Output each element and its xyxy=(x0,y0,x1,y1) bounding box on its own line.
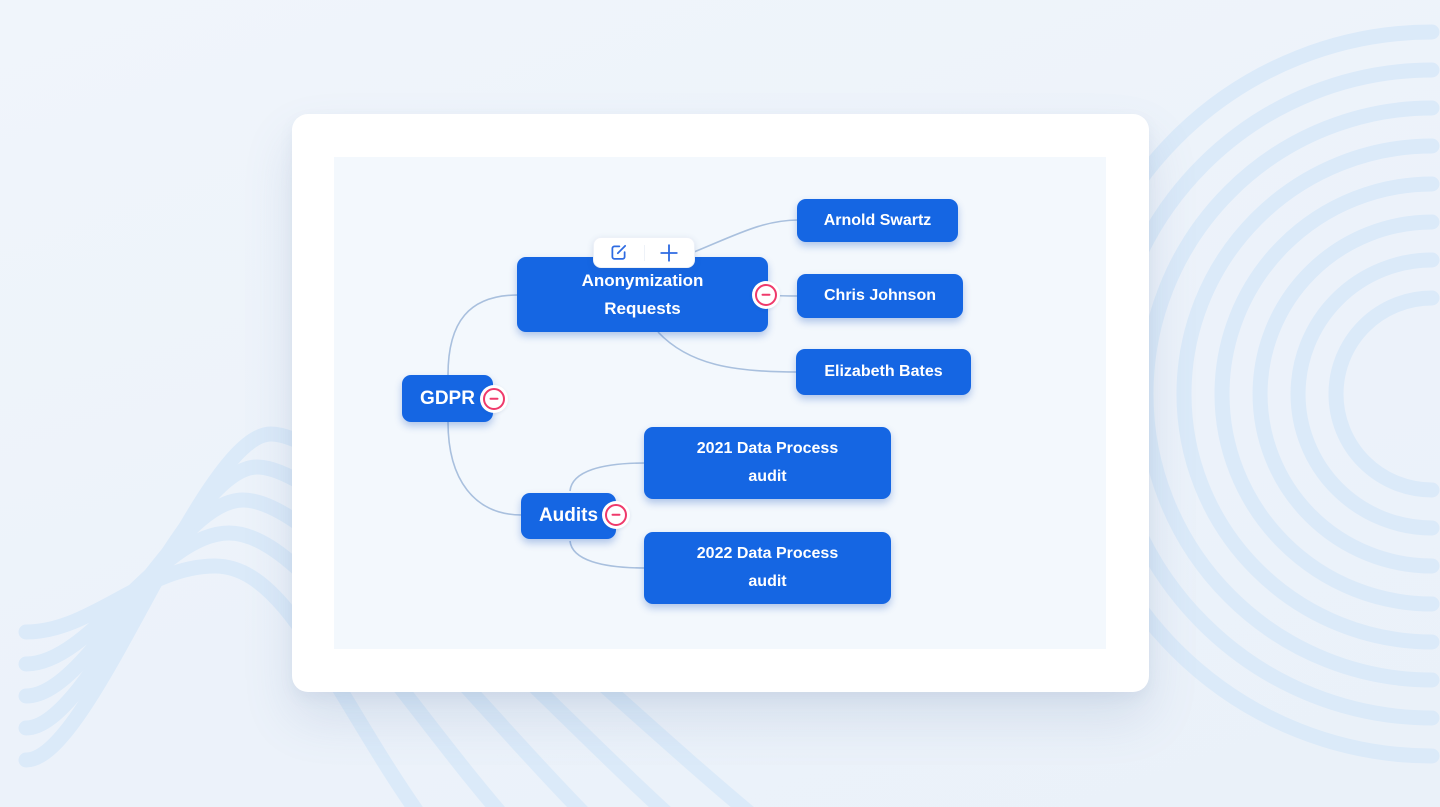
node-2021-data-process-audit[interactable]: 2021 Data Process audit xyxy=(644,427,891,499)
connector-audits-2022 xyxy=(569,540,646,569)
node-label: GDPR xyxy=(420,387,475,409)
node-audits[interactable]: Audits xyxy=(521,493,616,539)
node-anonymization-requests[interactable]: Anonymization Requests xyxy=(517,257,768,332)
toolbar-divider xyxy=(643,244,645,261)
connector-root-audits xyxy=(447,421,523,516)
node-toolbar xyxy=(593,237,695,268)
edit-node-button[interactable] xyxy=(594,238,644,267)
minus-icon xyxy=(755,284,777,306)
node-label: Chris Johnson xyxy=(823,287,936,304)
mindmap-card: GDPR Anonymization Requests xyxy=(292,114,1149,692)
add-child-button[interactable] xyxy=(645,238,695,267)
node-chris-johnson[interactable]: Chris Johnson xyxy=(797,274,963,318)
plus-icon xyxy=(660,243,678,262)
node-label: Anonymization Requests xyxy=(581,270,704,318)
node-arnold-swartz[interactable]: Arnold Swartz xyxy=(797,199,958,242)
node-label: Arnold Swartz xyxy=(823,211,932,229)
collapse-button-anonymization[interactable] xyxy=(752,281,780,309)
node-label: Elizabeth Bates xyxy=(824,363,943,380)
minus-icon xyxy=(605,504,627,526)
connector-audits-2021 xyxy=(569,462,646,492)
node-label: Audits xyxy=(538,505,599,526)
node-gdpr[interactable]: GDPR xyxy=(402,375,493,422)
node-2022-data-process-audit[interactable]: 2022 Data Process audit xyxy=(644,532,891,604)
mindmap-canvas[interactable]: GDPR Anonymization Requests xyxy=(334,157,1106,649)
node-elizabeth-bates[interactable]: Elizabeth Bates xyxy=(796,349,971,395)
connector-lines xyxy=(447,219,799,569)
connector-anonymization-elizabeth xyxy=(657,331,798,373)
collapse-button-audits[interactable] xyxy=(602,501,630,529)
edit-icon xyxy=(611,244,627,260)
node-label: 2022 Data Process audit xyxy=(696,545,839,590)
node-label: 2021 Data Process audit xyxy=(696,440,839,485)
connector-root-anonymization xyxy=(447,294,519,376)
collapse-button-gdpr[interactable] xyxy=(480,385,508,413)
minus-icon xyxy=(483,388,505,410)
